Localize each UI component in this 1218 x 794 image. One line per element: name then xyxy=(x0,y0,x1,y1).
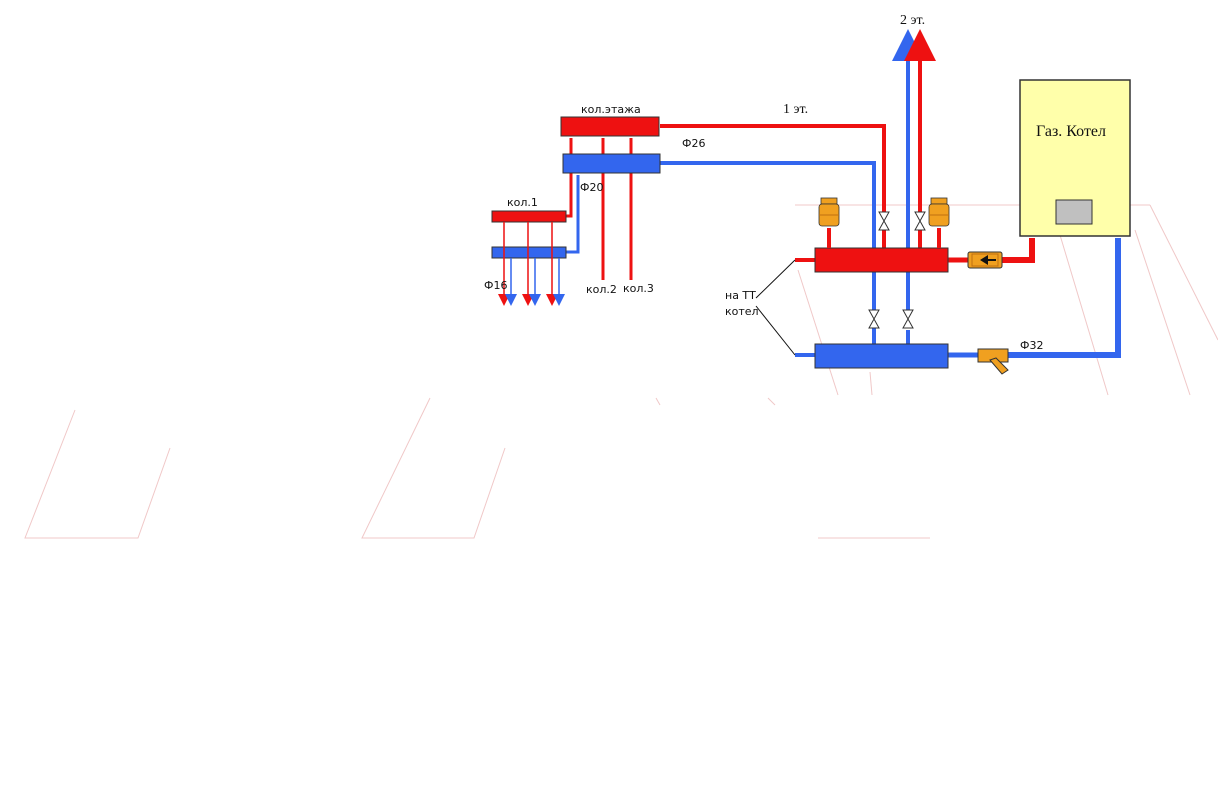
gas-boiler xyxy=(1019,79,1131,237)
valve-icon xyxy=(878,211,890,231)
col1-supply-bar xyxy=(491,210,567,223)
air-vent-icon xyxy=(928,197,950,248)
tt-label-line2: котел xyxy=(725,305,759,318)
col3-label: кол.3 xyxy=(623,282,654,295)
diameter-32-label: Ф32 xyxy=(1020,339,1043,352)
diameter-16-label: Ф16 xyxy=(484,279,507,292)
boiler-label: Газ. Котел xyxy=(1036,123,1106,140)
floor-collector-label: кол.этажа xyxy=(581,103,641,116)
diameter-26-label: Ф26 xyxy=(682,137,705,150)
valve-icon xyxy=(868,309,880,329)
col2-label: кол.2 xyxy=(586,283,617,296)
floor2-label: 2 эт. xyxy=(900,13,925,28)
strainer-icon xyxy=(977,348,1009,375)
tt-leader-lines xyxy=(755,259,796,356)
diameter-20-label: Ф20 xyxy=(580,181,603,194)
hydro-supply-manifold xyxy=(814,247,949,273)
col1-return-bar xyxy=(491,246,567,259)
valve-icons xyxy=(868,211,926,329)
valve-icon xyxy=(902,309,914,329)
floor1-label: 1 эт. xyxy=(783,102,808,117)
supply-pipes xyxy=(566,29,1035,280)
boiler-display xyxy=(1055,199,1093,225)
col1-outlets xyxy=(498,222,565,306)
floor-collector-supply xyxy=(560,116,660,137)
floor-collector-return xyxy=(562,153,661,174)
valve-icon xyxy=(914,211,926,231)
hydro-return-manifold xyxy=(814,343,949,369)
check-valve-icon xyxy=(967,251,1003,269)
background-sketch xyxy=(24,204,1218,539)
tt-label-line1: на ТТ xyxy=(725,289,756,302)
col1-label: кол.1 xyxy=(507,196,538,209)
air-vent-icon xyxy=(818,197,840,248)
